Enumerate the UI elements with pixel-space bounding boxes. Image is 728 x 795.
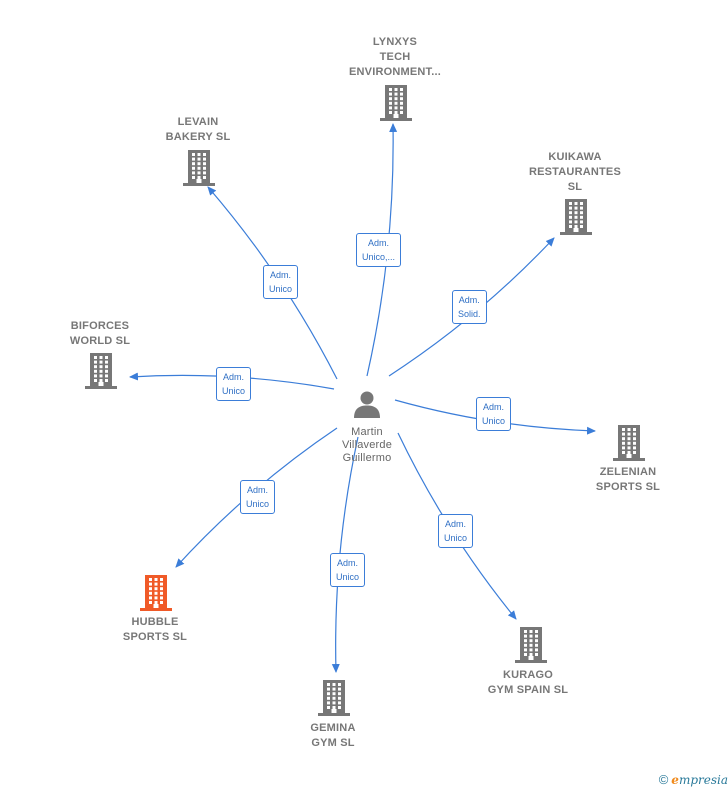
relation-label-line: Unico	[444, 533, 468, 543]
company-name-kuikawa[interactable]: KUIKAWA RESTAURANTES SL	[525, 150, 625, 195]
company-name-line: HUBBLE	[131, 616, 179, 628]
relation-label-line: Adm.	[270, 270, 292, 280]
building-icon[interactable]	[183, 150, 215, 191]
center-name-line: Martin	[351, 426, 383, 438]
company-name-line: TECH	[379, 51, 411, 63]
relation-label-line: Adm.	[337, 558, 359, 568]
relation-label-line: Adm.	[223, 372, 245, 382]
company-name-kurago[interactable]: KURAGO GYM SPAIN SL	[478, 668, 578, 698]
relation-label-lynxys[interactable]: Adm. Unico,...	[356, 233, 402, 267]
relation-label-kurago[interactable]: Adm. Unico	[438, 514, 474, 548]
company-name-line: KUIKAWA	[548, 151, 602, 163]
building-icon[interactable]	[140, 575, 172, 616]
relation-label-line: Adm.	[247, 485, 269, 495]
relation-label-line: Adm.	[368, 238, 390, 248]
company-name-line: GYM SL	[311, 737, 355, 749]
company-name-gemina[interactable]: GEMINA GYM SL	[283, 721, 383, 751]
relation-label-line: Adm.	[458, 295, 480, 305]
relation-label-line: Unico	[482, 416, 506, 426]
relation-label-line: Unico	[336, 572, 360, 582]
relation-label-line: Adm.	[445, 519, 467, 529]
company-name-line: GYM SPAIN SL	[487, 684, 569, 696]
company-name-levain[interactable]: LEVAIN BAKERY SL	[148, 115, 248, 145]
center-person-name[interactable]: Martin Villaverde Guillermo	[317, 426, 417, 465]
relation-label-line: Unico,...	[362, 252, 396, 262]
building-icon[interactable]	[613, 425, 645, 466]
relation-label-line: Solid.	[458, 309, 481, 319]
relation-label-line: Adm.	[483, 402, 505, 412]
relation-label-line: Unico	[269, 284, 293, 294]
relation-label-zelenian[interactable]: Adm. Unico	[476, 397, 512, 431]
center-name-line: Villaverde	[341, 439, 393, 451]
relation-label-gemina[interactable]: Adm. Unico	[330, 553, 366, 587]
relation-label-kuikawa[interactable]: Adm. Solid.	[452, 290, 487, 324]
company-name-line: SPORTS SL	[595, 481, 661, 493]
building-icon[interactable]	[380, 85, 412, 126]
footer-credit: ©empresia	[659, 772, 728, 787]
building-icon[interactable]	[85, 353, 117, 394]
relation-label-biforces[interactable]: Adm. Unico	[216, 367, 252, 401]
building-icon[interactable]	[515, 627, 547, 668]
company-name-line: LEVAIN	[177, 116, 219, 128]
relation-label-hubble[interactable]: Adm. Unico	[240, 480, 276, 514]
company-name-line: BAKERY SL	[165, 131, 231, 143]
company-name-line: RESTAURANTES	[528, 166, 622, 178]
company-name-hubble[interactable]: HUBBLE SPORTS SL	[105, 615, 205, 645]
company-name-line: SL	[567, 181, 583, 193]
company-name-line: WORLD SL	[69, 335, 131, 347]
relation-label-line: Unico	[246, 499, 270, 509]
company-name-line: ZELENIAN	[599, 466, 657, 478]
building-icon[interactable]	[318, 680, 350, 721]
company-name-line: BIFORCES	[70, 320, 130, 332]
company-name-line: SPORTS SL	[122, 631, 188, 643]
company-name-biforces[interactable]: BIFORCES WORLD SL	[50, 319, 150, 349]
company-name-line: LYNXYS	[372, 36, 418, 48]
company-name-line: KURAGO	[502, 669, 554, 681]
company-name-lynxys[interactable]: LYNXYS TECH ENVIRONMENT...	[345, 35, 445, 80]
center-name-line: Guillermo	[342, 452, 392, 464]
building-icon[interactable]	[560, 199, 592, 240]
brand-logo-text: mpresia	[678, 773, 728, 787]
company-name-zelenian[interactable]: ZELENIAN SPORTS SL	[578, 465, 678, 495]
company-name-line: GEMINA	[310, 722, 356, 734]
relation-label-line: Unico	[222, 386, 246, 396]
person-icon[interactable]	[352, 389, 382, 419]
company-name-line: ENVIRONMENT...	[348, 66, 442, 78]
brand-logo-initial: e	[671, 773, 679, 787]
copyright-icon: ©	[658, 772, 669, 787]
relation-label-levain[interactable]: Adm. Unico	[263, 265, 299, 299]
